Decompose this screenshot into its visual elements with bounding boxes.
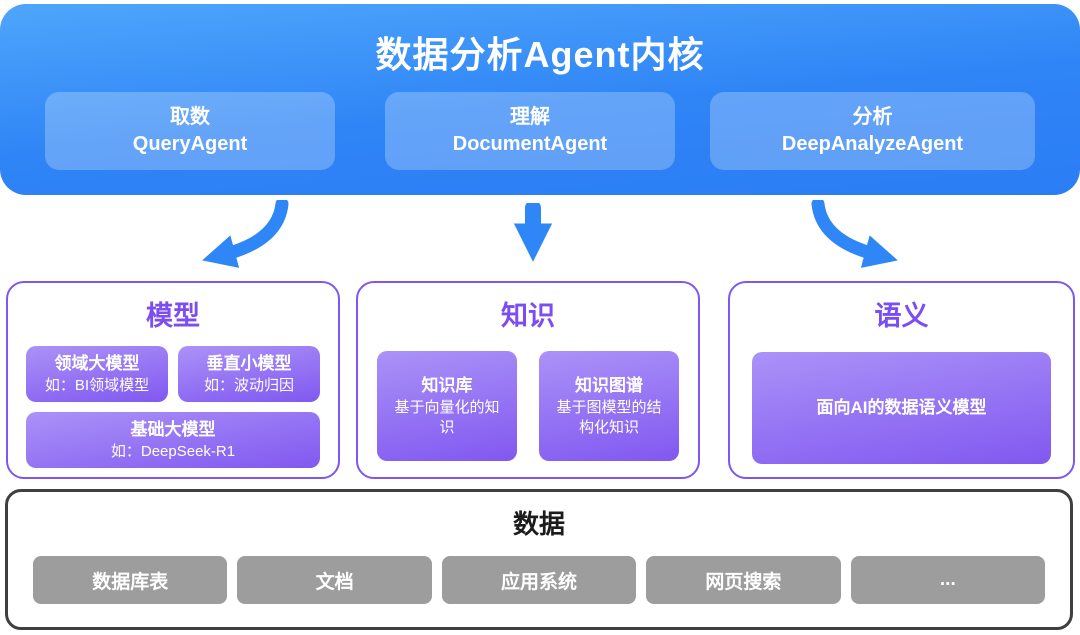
- chip-title: 领域大模型: [54, 353, 140, 373]
- chip-knowledge-base: 知识库 基于向量化的知识: [377, 351, 517, 461]
- agent-card-document: 理解 DocumentAgent: [385, 92, 675, 170]
- source-more: ...: [850, 556, 1046, 604]
- agent-role: 分析: [852, 106, 893, 128]
- source-web-search: 网页搜索: [646, 556, 841, 604]
- source-application-systems: 应用系统: [441, 556, 637, 604]
- chip-title: 基础大模型: [130, 419, 216, 439]
- chip-subtitle: 如：DeepSeek-R1: [110, 442, 236, 460]
- arrow-down-right-icon: [811, 200, 898, 268]
- semantics-panel: 语义 面向AI的数据语义模型: [728, 281, 1075, 479]
- data-layer-panel: 数据 数据库表 文档 应用系统 网页搜索 ...: [5, 489, 1073, 630]
- semantics-panel-title: 语义: [874, 301, 929, 331]
- model-chip-row: 领域大模型 如：BI领域模型 垂直小模型 如：波动归因: [26, 346, 320, 402]
- agent-role: 取数: [170, 106, 210, 128]
- chip-title: 垂直小模型: [206, 353, 292, 373]
- chip-foundation-model: 基础大模型 如：DeepSeek-R1: [26, 412, 320, 468]
- agent-card-deepanalyze: 分析 DeepAnalyzeAgent: [710, 92, 1035, 170]
- chip-domain-large-model: 领域大模型 如：BI领域模型: [26, 346, 168, 402]
- knowledge-chip-row: 知识库 基于向量化的知识 知识图谱 基于图模型的结构化知识: [358, 351, 698, 461]
- chip-vertical-small-model: 垂直小模型 如：波动归因: [178, 346, 320, 402]
- agent-role: 理解: [510, 106, 550, 128]
- data-source-row: 数据库表 文档 应用系统 网页搜索 ...: [33, 556, 1046, 604]
- chip-subtitle: 如：BI领域模型: [44, 376, 150, 394]
- arrow-down-icon: [513, 203, 553, 262]
- chip-subtitle: 基于图模型的结构化知识: [556, 399, 662, 436]
- chip-subtitle: 基于向量化的知识: [394, 399, 500, 436]
- chip-title: 面向AI的数据语义模型: [816, 397, 987, 417]
- chip-knowledge-graph: 知识图谱 基于图模型的结构化知识: [539, 351, 679, 461]
- knowledge-panel: 知识 知识库 基于向量化的知识 知识图谱 基于图模型的结构化知识: [356, 281, 700, 479]
- model-panel: 模型 领域大模型 如：BI领域模型 垂直小模型 如：波动归因 基础大模型 如：D…: [6, 281, 340, 479]
- source-documents: 文档: [237, 556, 432, 604]
- agent-name: QueryAgent: [132, 133, 248, 155]
- model-panel-title: 模型: [146, 301, 200, 331]
- chip-subtitle: 如：波动归因: [203, 376, 294, 394]
- chip-semantic-model: 面向AI的数据语义模型: [752, 352, 1051, 464]
- agent-core-panel: 数据分析Agent内核 取数 QueryAgent 理解 DocumentAge…: [0, 4, 1080, 195]
- agent-name: DeepAnalyzeAgent: [781, 133, 964, 155]
- source-database-tables: 数据库表: [33, 556, 228, 604]
- knowledge-panel-title: 知识: [501, 301, 555, 331]
- data-layer-title: 数据: [512, 509, 565, 539]
- agent-name: DocumentAgent: [452, 133, 608, 155]
- arrow-down-left-icon: [202, 200, 289, 268]
- chip-title: 知识库: [421, 375, 473, 395]
- agent-card-query: 取数 QueryAgent: [45, 92, 335, 170]
- page-title: 数据分析Agent内核: [375, 34, 705, 75]
- chip-title: 知识图谱: [575, 375, 643, 395]
